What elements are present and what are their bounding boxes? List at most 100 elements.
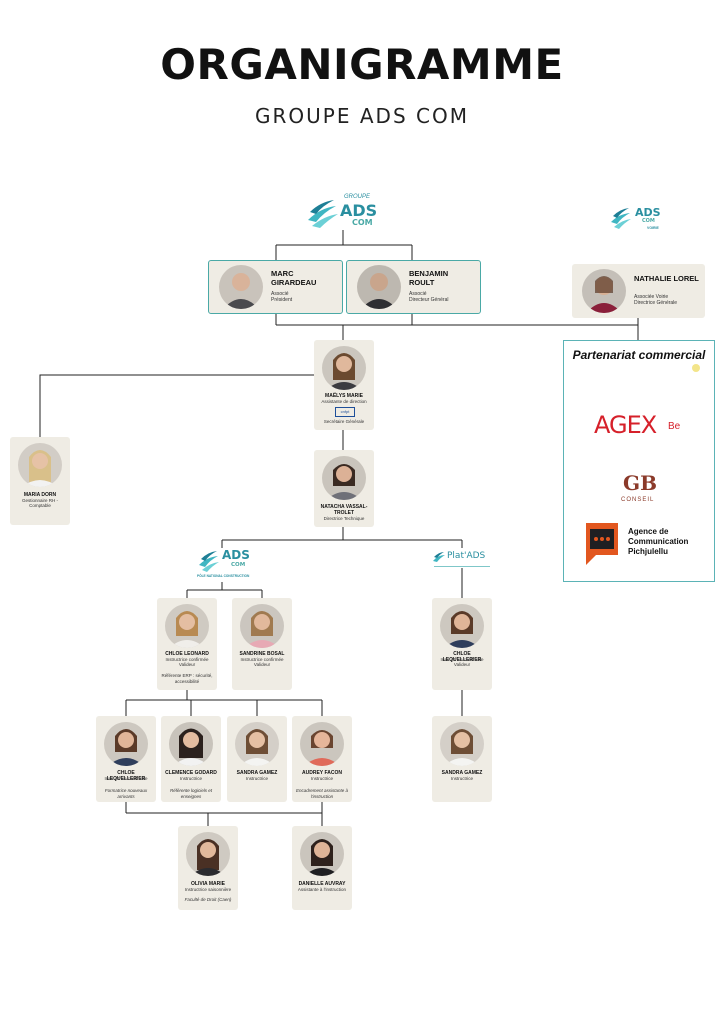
avatar — [104, 722, 148, 766]
logo-caption: PÔLE NATIONAL CONSTRUCTION — [197, 574, 250, 578]
person-name: CHLOE LEQUELLERIER — [442, 651, 482, 663]
person-role: Directrice Technique — [323, 516, 365, 521]
person-role: Secrétaire Générale — [323, 419, 365, 424]
ads-com-pole-logo: ADS COM PÔLE NATIONAL CONSTRUCTION — [195, 548, 255, 582]
page-subtitle: GROUPE ADS COM — [255, 104, 469, 128]
person-name: SANDRA GAMEZ — [236, 770, 278, 776]
avatar — [582, 269, 626, 313]
agence-pichjulellu-logo: Agence de Communication Pichjulellu — [582, 523, 710, 567]
person-card-chloe-lequellerier: CHLOE LEQUELLERIER Instructrice confirmé… — [96, 716, 156, 802]
person-card-marc: MARC GIRARDEAU Associé Président — [208, 260, 343, 314]
person-note: Référente ERP : sécurité, accessibilité — [161, 673, 213, 684]
person-role: Instructrice — [310, 776, 333, 781]
person-card-maelys: MAËLYS MARIE Assistante de direction cnf… — [314, 340, 374, 430]
person-role: Instructrice — [450, 776, 473, 781]
person-role: Instructrice confirmée — [165, 657, 209, 662]
person-role: Instructrice confirmée — [240, 657, 284, 662]
person-card-sandra-gamez-platads: SANDRA GAMEZ Instructrice — [432, 716, 492, 802]
person-role: Instructrice — [179, 776, 202, 781]
gb-word: CONSEIL — [621, 497, 655, 503]
wave-icon — [611, 208, 631, 229]
person-name: MAËLYS MARIE — [325, 393, 363, 399]
person-role: Instructrice confirmée — [440, 657, 484, 662]
speech-bubble-icon — [586, 523, 618, 565]
avatar — [440, 604, 484, 648]
person-name: BENJAMIN ROULT — [409, 269, 449, 287]
avatar — [240, 604, 284, 648]
person-role: Associée Voirie — [634, 294, 669, 300]
person-name: OLIVIA MARIE — [191, 881, 225, 887]
wave-icon — [433, 552, 445, 562]
logo-sub: COM — [352, 218, 373, 227]
person-card-clemence: CLEMENCE GODARD Instructrice Référente l… — [161, 716, 221, 802]
person-card-audrey: AUDREY FACON Instructrice Encadrement as… — [292, 716, 352, 802]
person-role: Assistante de direction — [321, 399, 367, 404]
person-role: Valideur — [253, 662, 271, 667]
gb-conseil-logo: GB CONSEIL — [619, 471, 663, 507]
person-name: CHLOE LEQUELLERIER — [106, 770, 146, 782]
agex-word: AGEX — [594, 411, 657, 439]
person-role: Gestionnaire RH - — [21, 498, 58, 503]
person-role: Directrice Générale — [634, 300, 678, 306]
person-role: Valideur — [453, 662, 471, 667]
person-note: Référente logiciels et enseignes — [169, 788, 213, 799]
person-note: Faculté de Droit (Caen) — [184, 897, 232, 902]
logo-prefix: GROUPE — [344, 194, 371, 200]
person-card-chloe-lequellerier-platads: CHLOE LEQUELLERIER Instructrice confirmé… — [432, 598, 492, 690]
avatar — [219, 265, 263, 309]
logo-underline — [434, 566, 490, 567]
person-note: Encadrement assistante à l'instruction — [295, 788, 349, 799]
person-role: Instructrice — [245, 776, 268, 781]
avatar — [357, 265, 401, 309]
person-role: Président — [271, 297, 293, 303]
person-role: Instructrice confirmée — [104, 776, 148, 781]
person-role: Assistante à l'instruction — [297, 887, 347, 892]
person-card-olivia: OLIVIA MARIE Instructrice saisonnière Fa… — [178, 826, 238, 910]
avatar — [169, 722, 213, 766]
person-name: NATACHA VASSAL-TROLET — [320, 504, 368, 516]
wave-icon — [199, 551, 219, 572]
cnfpt-logo: cnfpt — [335, 407, 355, 417]
person-role: Associé — [271, 291, 289, 297]
person-card-sandrine: SANDRINE BOSAL Instructrice confirmée Va… — [232, 598, 292, 690]
person-name: CLEMENCE GODARD — [165, 770, 217, 776]
agex-suffix: Be — [668, 421, 681, 432]
person-role: Comptable — [29, 503, 51, 508]
person-card-benjamin: BENJAMIN ROULT Associé Directeur Général — [346, 260, 481, 314]
person-card-natacha: NATACHA VASSAL-TROLET Directrice Techniq… — [314, 450, 374, 527]
logo-sub: COM — [231, 562, 246, 568]
logo-main: Plat'ADS — [447, 551, 486, 561]
person-name: MARIA DORN — [23, 492, 57, 498]
avatar — [322, 456, 366, 500]
logo-main: ADS — [635, 206, 661, 219]
person-name: SANDRINE BOSAL — [239, 651, 285, 657]
platads-logo: Plat'ADS — [430, 550, 494, 570]
person-card-nathalie: NATHALIE LOREL Associée Voirie Directric… — [572, 264, 705, 318]
person-note: Formatrice nouveaux arrivants — [104, 788, 148, 799]
avatar — [235, 722, 279, 766]
person-card-maria: MARIA DORN Gestionnaire RH - Comptable — [10, 437, 70, 525]
partnership-title: Partenariat commercial — [572, 348, 706, 362]
person-name: CHLOE LEONARD — [165, 651, 209, 657]
person-role: Valideur — [178, 662, 196, 667]
person-role: Instructrice saisonnière — [184, 887, 232, 892]
person-card-chloe-leonard: CHLOE LEONARD Instructrice confirmée Val… — [157, 598, 217, 690]
avatar — [322, 346, 366, 390]
page-title: ORGANIGRAMME — [160, 40, 564, 89]
avatar — [440, 722, 484, 766]
avatar — [18, 443, 62, 487]
person-name: NATHALIE LOREL — [634, 274, 699, 283]
wave-icon — [308, 200, 338, 228]
sun-dot-icon — [692, 364, 700, 372]
logo-main: ADS — [222, 548, 250, 562]
agex-logo: AGEX Be — [594, 411, 694, 441]
agence-line1: Agence de — [628, 527, 669, 536]
person-name: SANDRA GAMEZ — [441, 770, 483, 776]
person-card-danielle: DANIELLE AUVRAY Assistante à l'instructi… — [292, 826, 352, 910]
avatar — [300, 722, 344, 766]
person-role: Directeur Général — [409, 297, 449, 303]
gb-mark: GB — [623, 471, 657, 495]
ads-com-group-logo: GROUPE ADS COM — [306, 194, 378, 230]
avatar — [165, 604, 209, 648]
